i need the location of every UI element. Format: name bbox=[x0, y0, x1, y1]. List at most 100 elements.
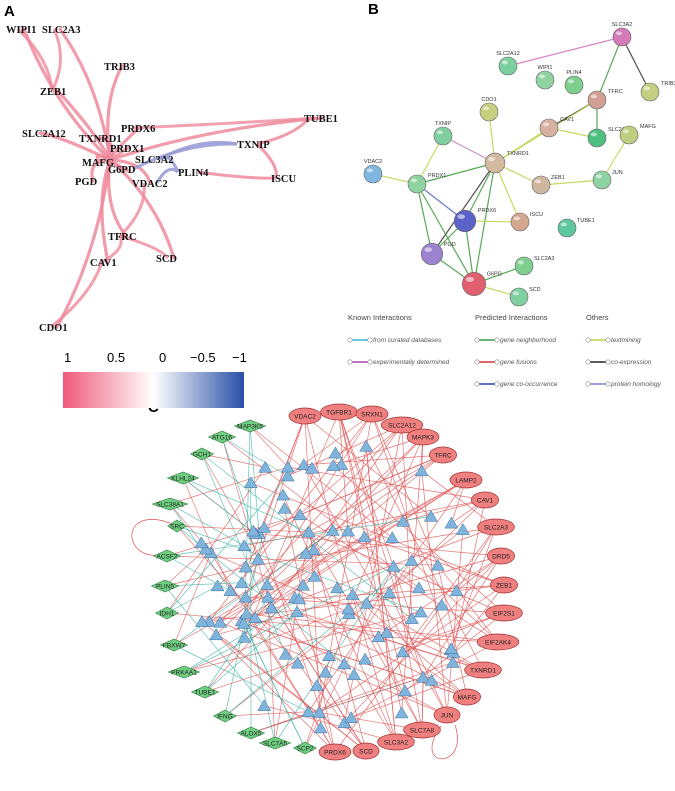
network-edge bbox=[338, 411, 349, 532]
diamond-label: IDH1 bbox=[160, 610, 175, 617]
legend-dot bbox=[585, 381, 591, 387]
network-edge bbox=[304, 415, 334, 531]
network-edge bbox=[282, 494, 397, 743]
string-legend: Known Interactions Predicted Interaction… bbox=[347, 313, 662, 388]
network-edge bbox=[364, 536, 505, 586]
sphere-highlight bbox=[512, 291, 519, 296]
network-edge bbox=[204, 596, 269, 693]
protein-sphere bbox=[433, 126, 453, 146]
triangle-node bbox=[430, 558, 445, 571]
triangle-node bbox=[341, 524, 355, 537]
diamond-label: SRC bbox=[170, 523, 184, 530]
interaction-edge bbox=[416, 183, 433, 255]
protein-node: G6PD bbox=[461, 271, 502, 296]
protein-label: G6PD bbox=[487, 271, 502, 277]
protein-sphere bbox=[531, 175, 551, 195]
legend-known-title: Known Interactions bbox=[348, 313, 412, 322]
network-edge bbox=[201, 454, 444, 622]
network-edge bbox=[166, 514, 301, 557]
network-edge bbox=[284, 508, 336, 753]
correlation-edge bbox=[55, 158, 112, 329]
ellipse-label: MAFG bbox=[458, 694, 477, 701]
protein-label: PLIN4 bbox=[566, 70, 581, 76]
triangle-node bbox=[246, 524, 261, 537]
sphere-highlight bbox=[538, 74, 545, 79]
correlation-edge bbox=[108, 116, 324, 162]
gene-label: PRDX1 bbox=[110, 144, 144, 155]
network-edge bbox=[378, 636, 484, 671]
network-edge bbox=[304, 613, 350, 749]
network-edge bbox=[250, 482, 505, 586]
network-edge bbox=[169, 503, 245, 547]
protein-sphere bbox=[509, 287, 529, 307]
ellipse-node: SRXN1 bbox=[355, 405, 389, 423]
colorbar-tick: 1 bbox=[64, 350, 71, 365]
diamond-node: FBXW7 bbox=[159, 638, 189, 652]
triangle-node bbox=[359, 439, 374, 452]
sphere-highlight bbox=[542, 122, 549, 127]
triangle-node bbox=[325, 523, 340, 536]
network-edge bbox=[353, 674, 397, 743]
diamond-label: FBXW7 bbox=[163, 642, 186, 649]
network-edge bbox=[308, 532, 367, 752]
diamond-shape bbox=[152, 549, 182, 563]
diamond-node: TUBE1 bbox=[190, 685, 220, 699]
network-edge bbox=[421, 470, 497, 528]
network-edge bbox=[308, 531, 423, 731]
triangle-node bbox=[290, 656, 305, 669]
protein-node: TXNRD1 bbox=[484, 151, 529, 174]
network-edge bbox=[389, 592, 448, 716]
colorbar-tick: −0.5 bbox=[190, 350, 216, 365]
network-edge bbox=[333, 436, 424, 466]
colorbar-gradient bbox=[63, 372, 244, 408]
sphere-highlight bbox=[590, 132, 597, 137]
correlation-edge bbox=[56, 89, 112, 162]
diamond-label: GCH1 bbox=[193, 451, 211, 458]
diamond-shape bbox=[151, 497, 189, 511]
legend-item: from curated databases bbox=[373, 337, 442, 344]
network-edge bbox=[169, 466, 288, 505]
network-edge bbox=[274, 566, 394, 744]
correlation-edge bbox=[155, 167, 180, 184]
protein-sphere bbox=[453, 209, 477, 233]
triangle-node bbox=[424, 673, 439, 686]
protein-node: SCD bbox=[509, 287, 541, 307]
legend-dot bbox=[474, 359, 480, 365]
network-edge bbox=[371, 413, 439, 566]
protein-node: PGD bbox=[420, 242, 456, 266]
network-edge bbox=[255, 533, 502, 557]
network-edge bbox=[351, 669, 484, 719]
ellipse-shape bbox=[355, 405, 389, 423]
triangle-node bbox=[382, 586, 397, 599]
network-edge bbox=[183, 611, 421, 673]
ellipse-node: TFRC bbox=[429, 446, 457, 464]
correlation-edge bbox=[101, 235, 123, 264]
ellipse-node: EIF2S1 bbox=[485, 604, 523, 622]
panel-b-edges bbox=[372, 36, 651, 298]
ellipse-shape bbox=[449, 471, 483, 489]
panel-a-edges bbox=[16, 27, 324, 329]
diamond-shape bbox=[159, 638, 189, 652]
triangle-node bbox=[280, 469, 295, 482]
triangle-node bbox=[264, 601, 279, 614]
gene-label: TXNIP bbox=[237, 140, 270, 151]
gene-label: VDAC2 bbox=[132, 179, 168, 190]
correlation-edge bbox=[132, 116, 317, 130]
ellipse-label: SLC3A2 bbox=[384, 739, 409, 746]
triangle-node bbox=[298, 546, 313, 559]
gene-label: SLC2A12 bbox=[22, 129, 66, 140]
correlation-edge bbox=[108, 158, 176, 260]
ellipse-shape bbox=[318, 743, 352, 761]
legend-dot bbox=[367, 359, 373, 365]
network-edge bbox=[173, 552, 212, 646]
sphere-highlight bbox=[615, 31, 622, 36]
triangle-node bbox=[198, 542, 213, 555]
ellipse-label: ZEB1 bbox=[496, 582, 513, 589]
diamond-label: MAP3K5 bbox=[237, 423, 263, 430]
legend-dot bbox=[367, 337, 373, 343]
gene-label: G6PD bbox=[108, 165, 136, 176]
legend-item: co-expression bbox=[611, 359, 652, 366]
network-edge bbox=[173, 644, 309, 713]
